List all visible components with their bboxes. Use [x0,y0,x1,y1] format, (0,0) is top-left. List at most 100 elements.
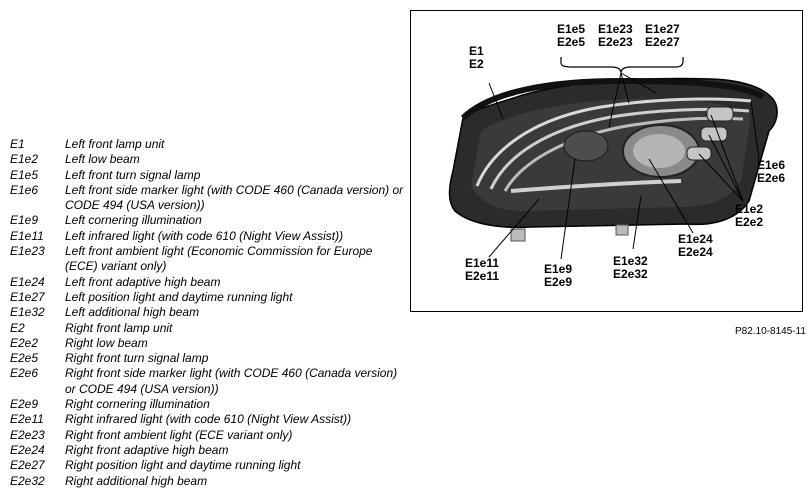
legend-row: E2e5 Right front turn signal lamp [10,351,405,366]
legend-description: Right front ambient light (ECE variant o… [65,427,293,442]
legend-row: E1e27 Left position light and daytime run… [10,290,405,305]
legend-description: Left front turn signal lamp [65,167,201,182]
legend-description: Right infrared light (with code 610 (Nig… [65,412,352,427]
label-brace [560,57,684,74]
lower-light-bar [510,179,682,193]
legend-code: E1e2 [10,152,39,167]
legend-description: Left front side marker light (with CODE … [65,182,404,213]
legend-description: Right front adaptive high beam [65,442,229,457]
callout-e23: E1e23 E2e23 [598,23,633,49]
legend-row: E2 Right front lamp unit [10,321,405,336]
led-module-3 [686,146,712,161]
legend-description: Left front ambient light (Economic Commi… [65,244,373,274]
legend-code: E2e6 [10,366,39,381]
legend-code: E1e9 [10,213,39,228]
callout-e6-line1: E1e6 [757,158,786,172]
headlamp-illustration [448,57,778,260]
callout-e2-line2: E2e2 [735,215,764,229]
lamp-frame-top [460,77,765,121]
projector-lens-inner [633,134,685,168]
legend-row: E1 Left front lamp unit [10,137,405,152]
callout-e24-line2: E2e24 [678,245,713,259]
headlamp-figure: E1 E2 E1e5 E2e5 E1e23 E2e23 E1e27 E2e27 … [410,10,803,312]
callout-e32: E1e32 E2e32 [613,255,648,281]
callout-e1-line1: E1 [469,44,484,58]
callout-e9: E1e9 E2e9 [544,263,572,289]
legend-code: E1e5 [10,167,39,182]
legend-row: E2e11 Right infrared light (with code 610… [10,412,405,427]
legend-row: E1e11 Left infrared light (with code 610 … [10,229,405,244]
legend-code: E2e11 [10,412,44,427]
legend-code: E1e27 [10,289,45,304]
callout-e24-line1: E1e24 [678,232,713,246]
legend-description: Left additional high beam [65,305,200,320]
legend-code: E2e2 [10,335,39,350]
callout-e27: E1e27 E2e27 [645,23,680,49]
legend-row: E1e2 Left low beam [10,152,405,167]
legend-row: E1e9 Left cornering illumination [10,213,405,228]
legend-row: E1e32 Left additional high beam [10,305,405,320]
legend-row: E2e32 Right additional high beam [10,474,405,489]
legend-description: Left low beam [65,152,140,167]
legend-row: E1e5 Left front turn signal lamp [10,168,405,183]
callout-e2-line1: E1e2 [735,202,764,216]
legend-code: E2 [10,320,25,335]
callout-e1: E1 E2 [469,45,484,71]
legend-row: E2e6 Right front side marker light (with … [10,366,405,397]
legend-code: E2e32 [10,473,45,488]
legend-description: Left cornering illumination [65,213,202,228]
led-module-2 [700,126,728,142]
legend-code: E2e5 [10,351,39,366]
callout-e32-line1: E1e32 [613,254,648,268]
legend-row: E2e9 Right cornering illumination [10,397,405,412]
callout-e1-line2: E2 [469,57,484,71]
legend-row: E1e23 Left front ambient light (Economic … [10,244,405,275]
callout-e6: E1e6 E2e6 [757,159,785,185]
callout-e23-line2: E2e23 [598,35,633,49]
callout-e23-line1: E1e23 [598,22,633,36]
callout-e9-line2: E2e9 [544,275,573,289]
callout-e5-line1: E1e5 [557,22,586,36]
leader-lines [488,72,760,260]
callout-e11-line1: E1e11 [465,256,500,270]
legend-description: Left infrared light (with code 610 (Nigh… [65,228,344,243]
legend-description: Left position light and daytime running … [65,289,293,304]
callout-e27-line2: E2e27 [645,35,680,49]
callout-e11: E1e11 E2e11 [465,257,499,283]
legend-code: E1e24 [10,274,45,289]
legend-code: E2e24 [10,442,45,457]
legend-code: E1e32 [10,305,45,320]
legend-description: Right cornering illumination [65,397,210,412]
legend-description: Right position light and daytime running… [65,458,301,473]
callout-e5-line2: E2e5 [557,35,586,49]
mount-tab-left [510,228,526,242]
legend-description: Right front lamp unit [65,320,173,335]
legend-code: E1 [10,137,25,151]
callout-e32-line2: E2e32 [613,267,648,281]
legend-row: E2e27 Right position light and daytime ru… [10,458,405,473]
figure-reference: P82.10-8145-11 [735,326,806,337]
callout-e27-line1: E1e27 [645,22,680,36]
callout-e6-line2: E2e6 [757,171,786,185]
legend-row: E1e6 Left front side marker light (with C… [10,183,405,214]
secondary-lens [563,130,609,162]
legend-code: E2e9 [10,397,39,412]
led-module-1 [706,106,734,122]
legend-code: E2e27 [10,458,45,473]
legend-description: Left front lamp unit [65,137,165,151]
legend-code: E1e23 [10,244,45,259]
legend-description: Right additional high beam [65,473,208,488]
legend-row: E2e23 Right front ambient light (ECE vari… [10,428,405,443]
drl-strip-1 [475,97,752,187]
legend-row: E2e24 Right front adaptive high beam [10,443,405,458]
callout-e5: E1e5 E2e5 [557,23,585,49]
legend-code: E2e23 [10,427,45,442]
legend-code: E1e6 [10,182,39,197]
legend-description: Right front side marker light (with CODE… [65,366,398,396]
legend-code: E1e11 [10,228,44,243]
callout-e9-line1: E1e9 [544,262,573,276]
callout-e24: E1e24 E2e24 [678,233,713,259]
legend-description: Right front turn signal lamp [65,351,209,366]
